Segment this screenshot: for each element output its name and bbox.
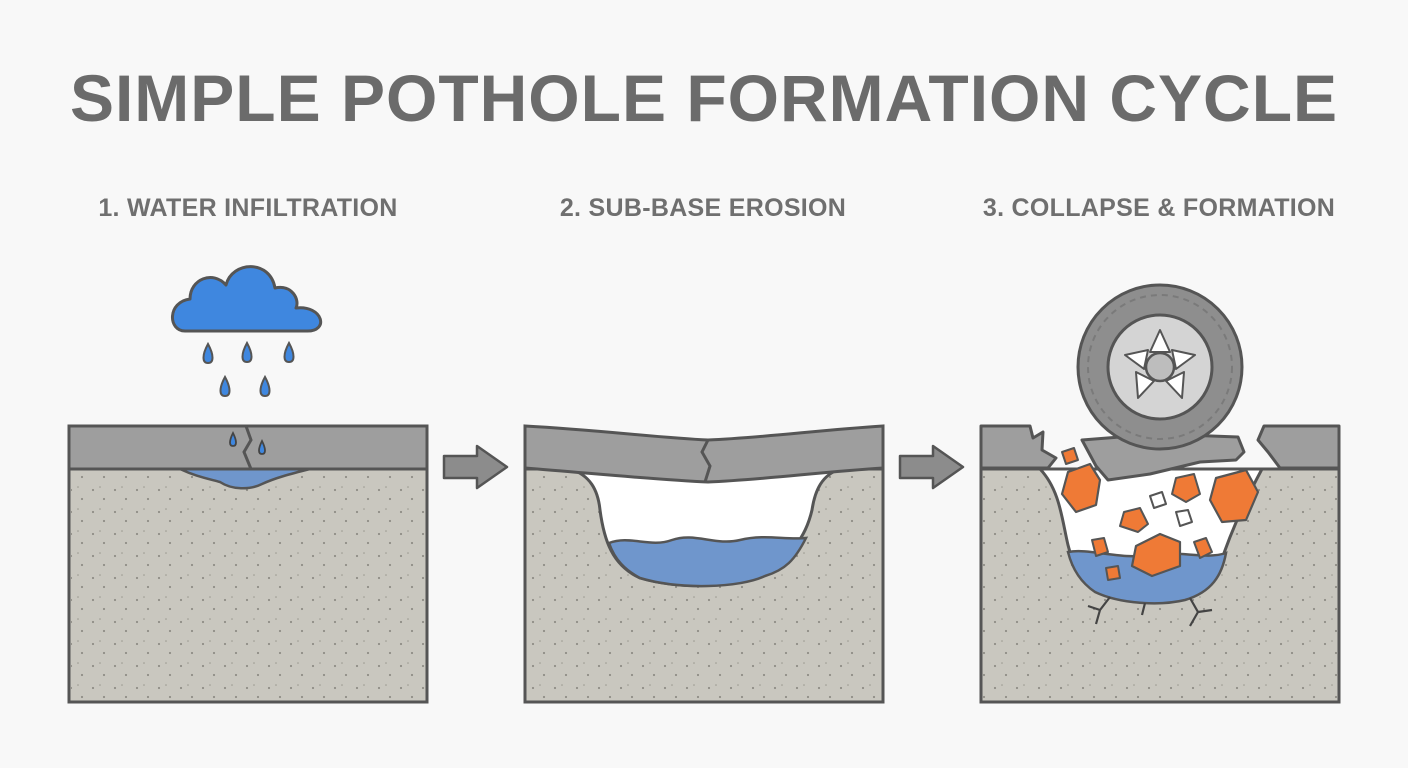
crack-1 [242,425,253,470]
debris-chunk [1119,507,1149,533]
asphalt-3-right [1256,424,1341,470]
debris-chunk [1193,537,1213,559]
arrow-right-icon [442,444,509,490]
step-2-label: 2. SUB-BASE EROSION [559,194,847,222]
diagram-title: SIMPLE POTHOLE FORMATION CYCLE [69,61,1339,135]
panel-collapse-formation [979,283,1341,704]
crack-drop-icon [229,430,237,447]
debris-chunk [1171,473,1201,503]
fracture-lines [1087,596,1213,627]
tire-icon [1076,283,1244,451]
rain-cloud-icon [171,265,323,398]
debris-chunk [1175,509,1193,527]
debris-chunk [1208,468,1260,524]
pooled-water-2 [607,536,809,588]
debris-chunk [1061,447,1079,465]
water-seep-1 [179,467,311,490]
asphalt-3-left [979,424,1058,470]
crack-drop-icon [258,438,266,455]
debris-chunk [1130,532,1182,578]
arrow-right-icon [898,444,965,490]
step-1-label: 1. WATER INFILTRATION [98,194,398,222]
debris-chunk [1091,537,1109,557]
debris-chunk [1060,462,1102,514]
panel-water-infiltration [67,265,429,704]
panel-subbase-erosion [523,424,885,704]
crack-2 [700,439,712,483]
debris-chunk [1105,565,1121,581]
debris-chunk [1149,491,1167,509]
step-3-label: 3. COLLAPSE & FORMATION [982,194,1336,222]
